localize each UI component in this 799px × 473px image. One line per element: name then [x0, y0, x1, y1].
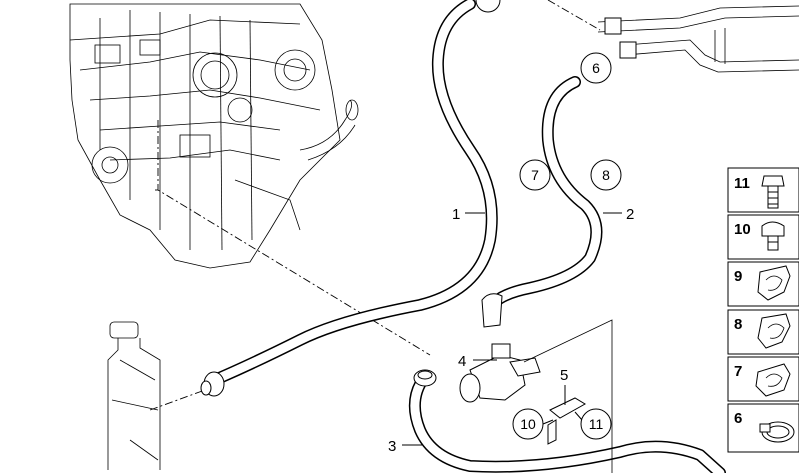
- hose-clip-icon: [757, 265, 791, 301]
- panel-row-8: 8: [727, 309, 799, 355]
- callout-3: 3: [388, 438, 396, 455]
- panel-row-9: 9: [727, 261, 799, 307]
- panel-number-6: 6: [734, 410, 742, 427]
- callout-2: 2: [626, 206, 634, 223]
- hose-clip-icon: [757, 313, 791, 349]
- circled-callout-8: 8: [590, 159, 622, 191]
- callout-7: 7: [531, 167, 539, 183]
- callout-4: 4: [458, 353, 466, 370]
- hose-clamp-icon: [759, 421, 795, 443]
- leader-lines: [149, 0, 601, 411]
- bracket: [547, 397, 586, 445]
- panel-number-11: 11: [734, 175, 750, 192]
- callout-10: 10: [520, 416, 536, 432]
- panel-number-10: 10: [734, 221, 751, 238]
- water-pump: [459, 319, 613, 473]
- panel-row-6: 6: [727, 403, 799, 453]
- callout-5: 5: [560, 367, 568, 384]
- circled-callout-top: [475, 0, 501, 13]
- hose-2: [481, 76, 603, 328]
- parts-panel: 11 10 9: [727, 167, 799, 453]
- hose-3: [408, 369, 726, 473]
- circled-callout-6: 6: [580, 52, 612, 84]
- hose-clip-icon: [755, 363, 791, 397]
- panel-number-8: 8: [734, 316, 742, 333]
- callout-6: 6: [592, 60, 600, 76]
- circled-callout-11: 11: [580, 408, 612, 440]
- panel-number-9: 9: [734, 268, 742, 285]
- panel-row-7: 7: [727, 356, 799, 402]
- upper-pipes: [597, 5, 799, 73]
- callout-1: 1: [452, 206, 460, 223]
- circled-callout-10: 10: [512, 408, 544, 440]
- engine-illustration: [69, 3, 359, 269]
- bolt-icon: [761, 175, 785, 209]
- panel-row-11: 11: [727, 167, 799, 213]
- hose-1: [200, 0, 498, 397]
- panel-row-10: 10: [727, 214, 799, 260]
- callout-11: 11: [589, 416, 604, 432]
- expansion-tank: [107, 321, 161, 470]
- panel-number-7: 7: [734, 363, 742, 380]
- callout-leaders: [402, 212, 622, 446]
- circled-callout-7: 7: [519, 159, 551, 191]
- callout-8: 8: [602, 167, 610, 183]
- bolt-short-icon: [761, 221, 785, 251]
